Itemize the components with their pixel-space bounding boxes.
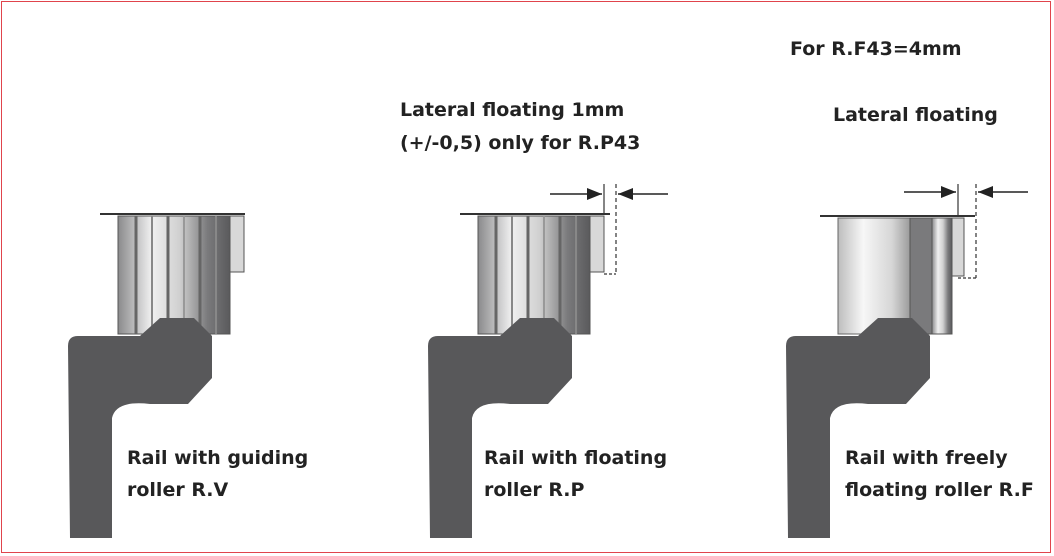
freely-floating-roller (837, 217, 965, 335)
panel-3-heading: Lateral floating (833, 104, 998, 126)
panel-2-drawing (428, 184, 668, 538)
rail-profile (68, 318, 212, 538)
panel-1-caption-line-1: Rail with guiding (127, 447, 309, 469)
floating-roller (477, 215, 605, 335)
float-dimension (904, 184, 1028, 279)
float-dimension (550, 184, 668, 275)
panel-3-drawing (786, 184, 1028, 538)
panel-3-caption-line-1: Rail with freely (845, 447, 1008, 469)
rail-profile (428, 318, 572, 538)
panel-2-caption-line-2: roller R.P (484, 479, 585, 501)
panel-2-caption-line-1: Rail with floating (484, 447, 668, 469)
guiding-roller (117, 215, 245, 335)
panel-2-heading-line-1: Lateral floating 1mm (400, 99, 625, 121)
panel-1-caption-line-2: roller R.V (127, 479, 229, 501)
panel-2-heading-line-2: (+/-0,5) only for R.P43 (400, 132, 641, 154)
float-spec-note: For R.F43=4mm (790, 38, 962, 60)
rail-profile (786, 318, 930, 538)
panel-1-drawing (68, 213, 245, 538)
panel-3-caption-line-2: floating roller R.F (845, 479, 1034, 501)
